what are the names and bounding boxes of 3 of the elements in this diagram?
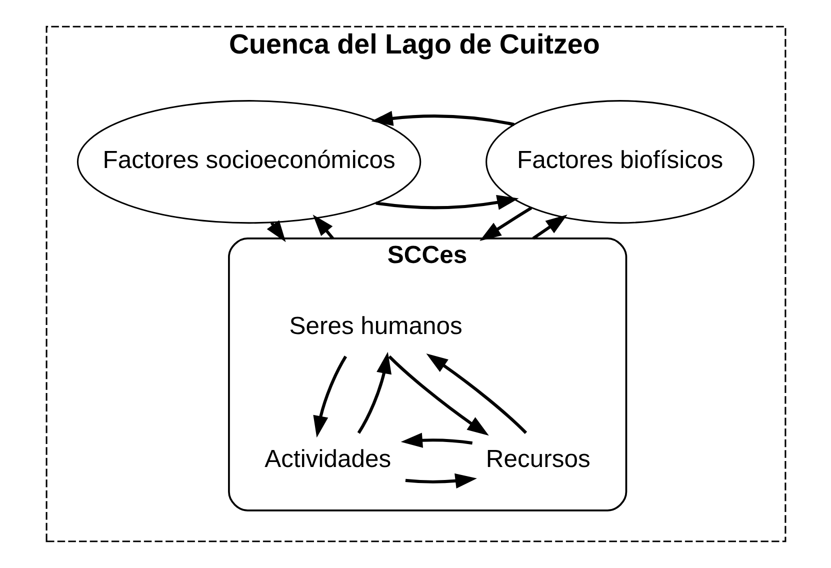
node-text: Actividades xyxy=(264,446,391,473)
node-text: Recursos xyxy=(485,446,590,473)
node-text: Seres humanos xyxy=(288,312,462,340)
